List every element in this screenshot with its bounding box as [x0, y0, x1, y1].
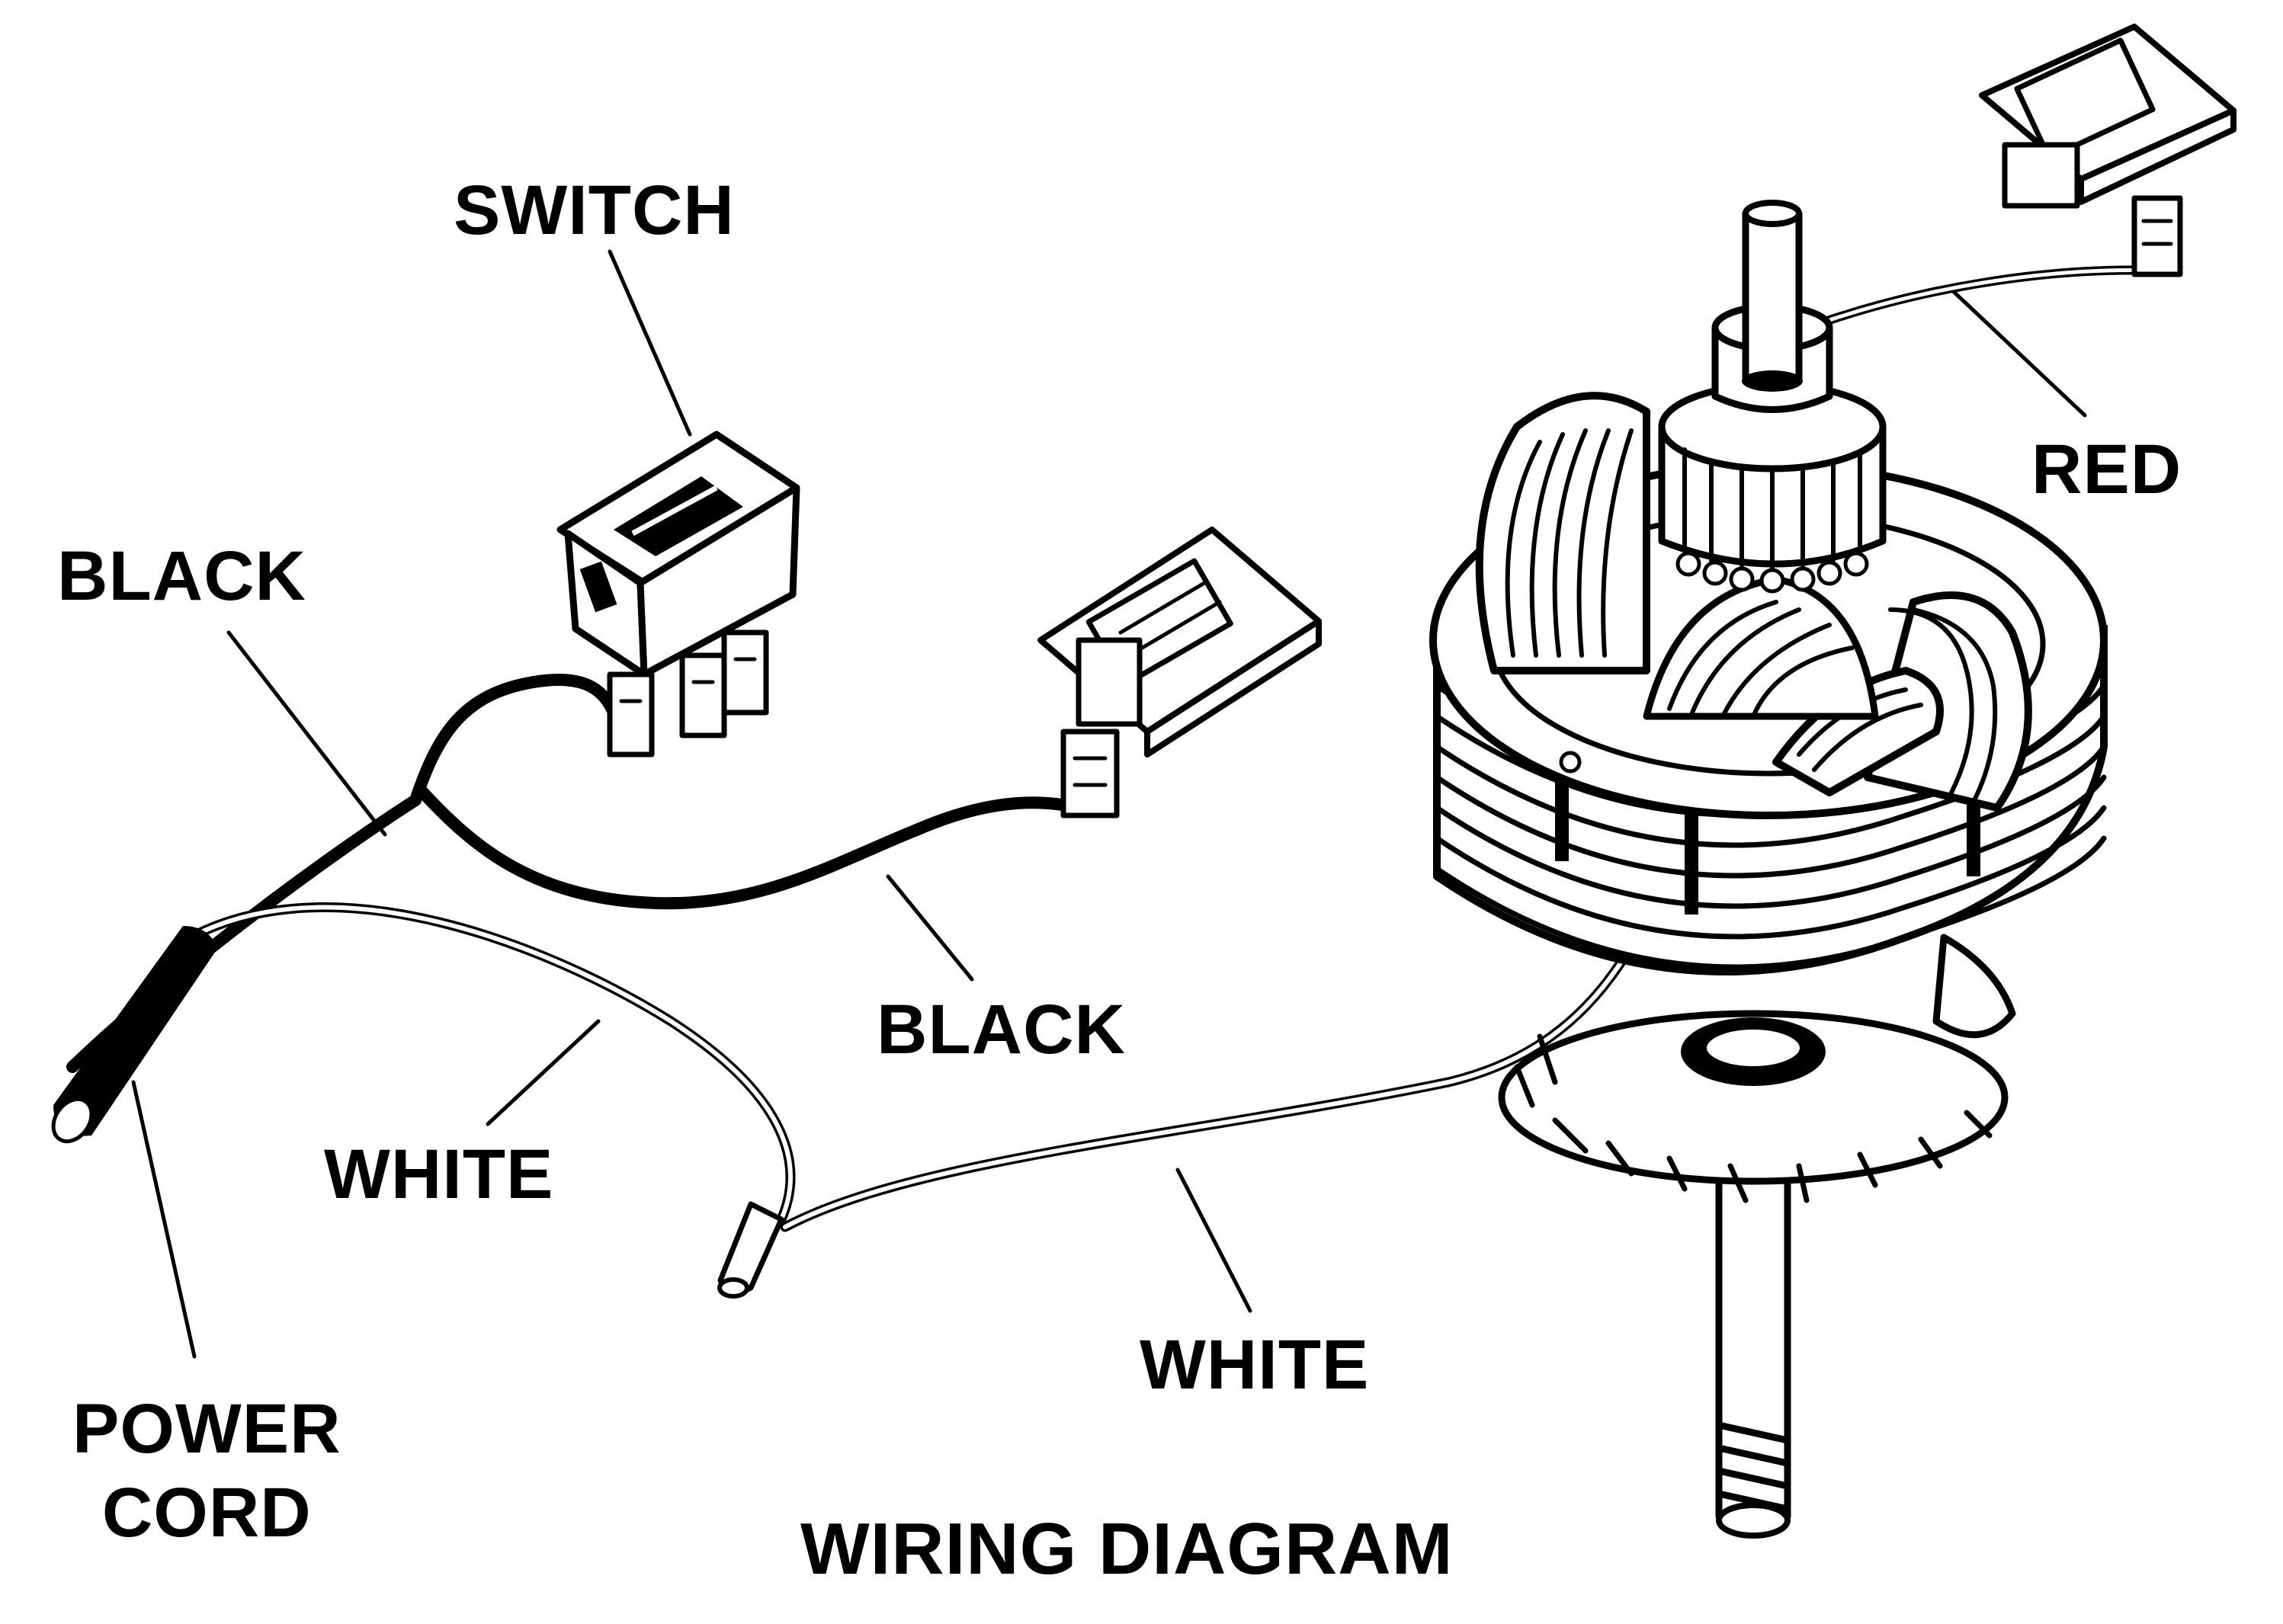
leader-lines — [131, 249, 2087, 1359]
power-cord-plug — [51, 926, 217, 1144]
commutator — [1658, 381, 1887, 594]
white-wire-label-right: WHITE — [1140, 1326, 1370, 1404]
switch-label: SWITCH — [454, 171, 735, 249]
field-windings — [1475, 392, 2032, 1039]
red-wire — [1825, 265, 2162, 325]
power-cord-leader — [131, 1080, 197, 1359]
diagram-title: WIRING DIAGRAM — [800, 1508, 1454, 1590]
white-wire-label-left: WHITE — [324, 1136, 554, 1213]
upper-shaft — [1711, 200, 1833, 413]
red-leader — [1949, 287, 2087, 418]
red-wire-label: RED — [2031, 431, 2182, 508]
white-wire-to-connector — [185, 902, 796, 1225]
brush-holder-top-right — [1979, 24, 2237, 277]
switch-leader — [608, 249, 692, 437]
power-cord-label-line2: CORD — [101, 1474, 312, 1552]
power-cord-label-line1: POWER — [72, 1390, 341, 1468]
black-wire-to-brush — [417, 786, 1085, 910]
switch-component — [556, 431, 800, 758]
black-wire-label-left: BLACK — [57, 537, 306, 615]
power-cord-label: POWER CORD — [72, 1387, 341, 1555]
cooling-fan — [1498, 1010, 2009, 1203]
black-left-leader — [226, 630, 387, 837]
brush-holder-middle — [1037, 527, 1322, 818]
white-left-leader — [486, 1019, 601, 1126]
black-wire-label-middle: BLACK — [877, 991, 1126, 1068]
black-mid-leader — [886, 874, 974, 982]
motor-assembly — [1429, 200, 2108, 1539]
wire-nut — [717, 1201, 784, 1299]
white-right-leader — [1175, 1168, 1252, 1313]
